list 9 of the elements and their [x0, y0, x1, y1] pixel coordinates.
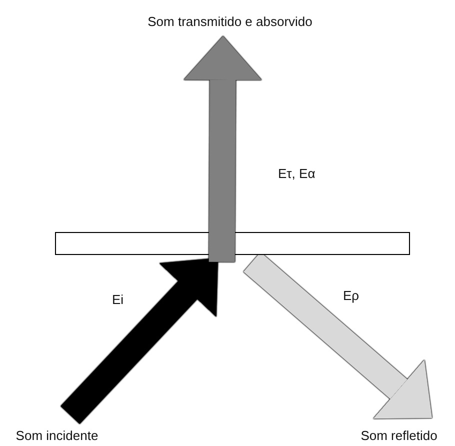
caption-text: Som incidente — [16, 428, 98, 442]
block-arrow — [60, 258, 218, 424]
wall-bar — [55, 232, 410, 255]
edge-label: Eτ, Eα — [278, 166, 316, 181]
edge-label: Ei — [112, 292, 124, 307]
block-arrow — [184, 36, 262, 262]
edge-label: Eρ — [343, 288, 360, 303]
caption-text: Som transmitido e absorvido — [148, 14, 312, 28]
caption-text: Som refletido — [360, 428, 438, 442]
